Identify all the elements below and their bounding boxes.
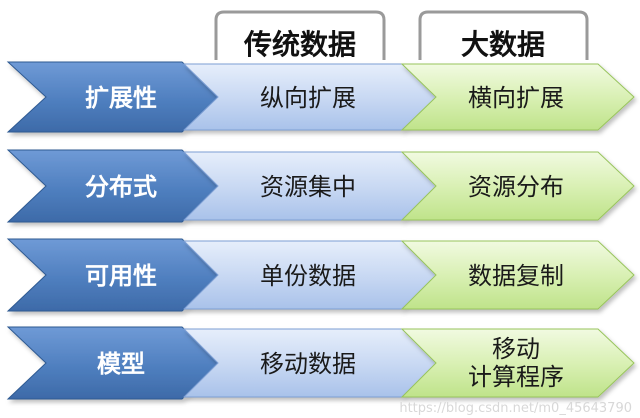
- row-availability-bigdata-chevron: [400, 240, 635, 310]
- row-scalability-traditional: 纵向扩展: [260, 84, 356, 112]
- row-availability-label: 可用性: [85, 262, 157, 290]
- row-model-label-chevron: [6, 326, 223, 400]
- row-model-bigdata-chevron: [400, 328, 635, 398]
- row-availability-label-chevron: [6, 238, 223, 312]
- row-model-bigdata: 移动计算程序: [468, 335, 564, 391]
- header-bigdata-label: 大数据: [461, 28, 545, 61]
- row-model: 模型 移动数据 移动计算程序: [6, 326, 635, 400]
- row-model-bigdata-line: 计算程序: [468, 363, 564, 391]
- row-model-bigdata-line: 移动: [492, 335, 540, 363]
- row-scalability-label: 扩展性: [85, 84, 157, 112]
- row-distribution-bigdata-chevron: [400, 151, 635, 221]
- row-scalability: 扩展性 纵向扩展 横向扩展: [6, 61, 635, 133]
- row-distribution-bigdata: 资源分布: [468, 173, 564, 201]
- header-bigdata: 大数据: [418, 10, 589, 61]
- row-scalability-bigdata-chevron: [400, 63, 635, 131]
- row-model-traditional: 移动数据: [260, 350, 356, 378]
- row-scalability-label-chevron: [6, 61, 223, 133]
- row-distribution: 分布式 资源集中 资源分布: [6, 149, 635, 223]
- row-availability-traditional: 单份数据: [260, 262, 356, 290]
- row-distribution-traditional: 资源集中: [260, 173, 356, 201]
- header-traditional-label: 传统数据: [243, 28, 356, 61]
- row-distribution-label-chevron: [6, 149, 223, 223]
- watermark-text: https://blog.csdn.net/m0_45643790: [399, 401, 632, 416]
- row-availability-bigdata: 数据复制: [468, 262, 564, 290]
- row-scalability-bigdata: 横向扩展: [468, 84, 564, 112]
- row-distribution-label: 分布式: [85, 173, 157, 201]
- row-availability: 可用性 单份数据 数据复制: [6, 238, 635, 312]
- row-model-label: 模型: [97, 350, 145, 378]
- header-traditional: 传统数据: [214, 10, 386, 61]
